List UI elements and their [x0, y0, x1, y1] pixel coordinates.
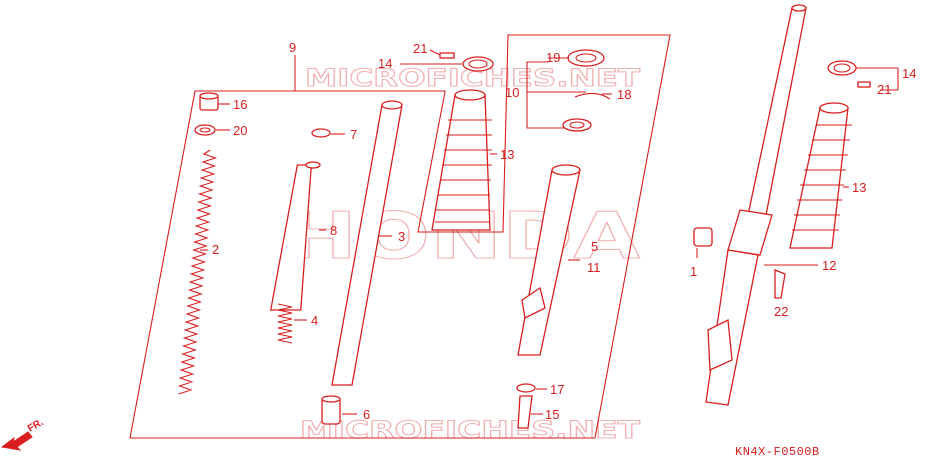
callout-13-right: 13 — [852, 180, 866, 195]
callout-14-left: 14 — [378, 56, 392, 71]
seal-ring-10 — [562, 118, 592, 132]
watermark-site-bottom: MICROFICHES.NET — [300, 416, 641, 444]
damper-rod-8 — [269, 161, 326, 311]
fork-bolt-16 — [199, 92, 230, 111]
inner-assembly-outline — [129, 34, 671, 439]
callout-6: 6 — [363, 407, 370, 422]
callout-13-left: 13 — [500, 147, 514, 162]
callout-22: 22 — [774, 304, 788, 319]
oil-seal-19 — [548, 49, 605, 67]
front-direction-label: FR. — [26, 417, 46, 435]
callout-21-right: 21 — [877, 82, 891, 97]
callout-12: 12 — [822, 258, 836, 273]
callout-17: 17 — [550, 382, 564, 397]
cable-guide-1 — [693, 227, 713, 258]
o-ring-20 — [194, 124, 230, 136]
callout-7: 7 — [350, 127, 357, 142]
washer-17 — [516, 383, 547, 393]
callout-5: 5 — [591, 239, 598, 254]
fork-pipe-3 — [331, 100, 403, 386]
callout-16: 16 — [233, 97, 247, 112]
callout-19: 19 — [546, 50, 560, 65]
callout-14-right: 14 — [902, 66, 916, 81]
callout-9: 9 — [289, 40, 296, 55]
callout-18: 18 — [617, 87, 631, 102]
bolt-22 — [774, 269, 786, 299]
fork-slider-5-11 — [517, 164, 581, 356]
callout-20: 20 — [233, 123, 247, 138]
callout-1: 1 — [690, 264, 697, 279]
callout-3: 3 — [398, 229, 405, 244]
socket-bolt-15 — [517, 395, 543, 429]
fork-boot-13-left — [431, 89, 497, 231]
callout-2: 2 — [212, 242, 219, 257]
bracket-10 — [526, 61, 586, 129]
boot-clamp-14 — [400, 49, 494, 72]
front-direction-arrow: FR. — [0, 417, 46, 451]
fork-boot-13-right — [789, 102, 852, 249]
callout-10: 10 — [505, 85, 519, 100]
oil-lock-piece-6 — [321, 395, 357, 425]
fork-leg-assembly-12 — [705, 4, 818, 406]
rebound-spring-4 — [277, 303, 307, 344]
callout-11: 11 — [587, 260, 601, 275]
callout-15: 15 — [545, 407, 559, 422]
callout-4: 4 — [311, 313, 318, 328]
fork-spring-2 — [177, 149, 218, 395]
circlip-7 — [311, 128, 345, 138]
catalog-code: KN4X-F0500B — [735, 445, 820, 459]
callout-8: 8 — [330, 223, 337, 238]
boot-clamp-14-right — [827, 60, 899, 91]
callout-21-left: 21 — [413, 41, 427, 56]
stopper-ring-18 — [574, 92, 612, 100]
